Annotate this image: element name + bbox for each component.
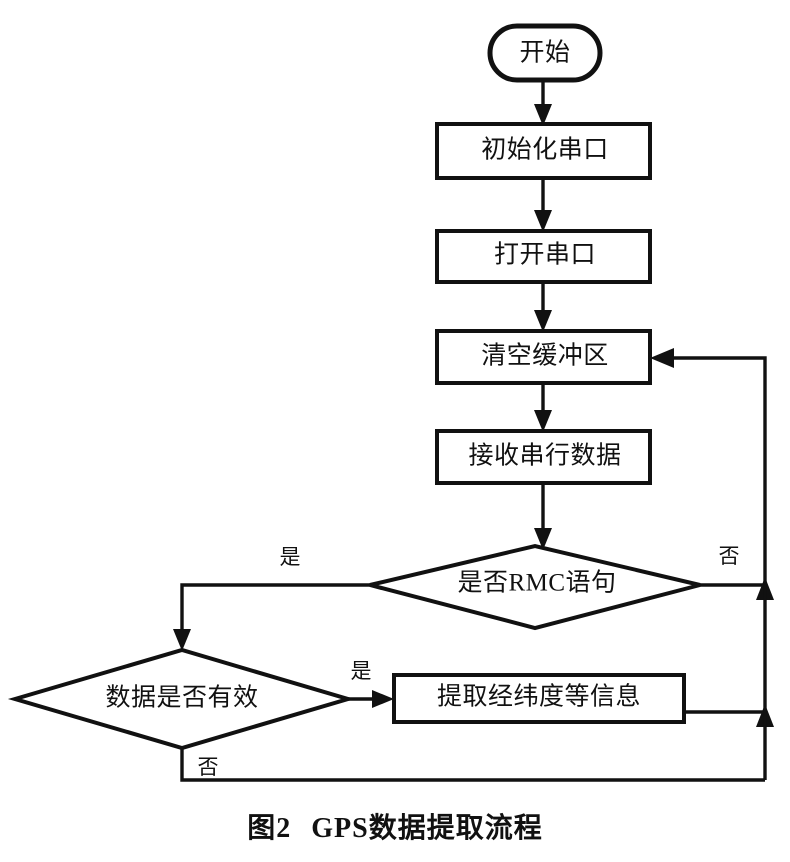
node-is-valid: 数据是否有效 — [7, 647, 356, 751]
node-recv-data-shape — [435, 429, 652, 485]
edge-isrmc-yes-to-isvalid — [173, 583, 370, 651]
figure-caption: 图2 GPS数据提取流程 — [0, 806, 790, 846]
edge-label-valid-yes: 是 — [351, 659, 372, 683]
edge-label-valid-no: 否 — [198, 755, 219, 779]
edge-isvalid-no-to-bus — [180, 748, 765, 782]
edge-isrmc-no-to-bus — [700, 577, 774, 600]
edge-recv-to-isrmc — [534, 483, 552, 550]
node-open-serial: 打开串口 — [435, 229, 652, 284]
node-start-shape — [487, 23, 603, 83]
node-is-valid-shape — [7, 647, 356, 751]
node-is-valid-label: 数据是否有效 — [105, 684, 258, 712]
edge-extract-to-bus — [684, 704, 774, 727]
node-is-rmc: 是否RMC语句 — [369, 543, 701, 631]
node-extract-shape — [392, 673, 686, 724]
node-open-serial-label: 打开串口 — [494, 241, 596, 269]
node-clear-buffer-label: 清空缓冲区 — [481, 342, 609, 370]
node-init-serial-label: 初始化串口 — [481, 136, 609, 164]
flowchart-canvas: 开始 初始化串口 打开串口 清空缓冲区 接收串行数据 是否RMC语句 — [7, 23, 774, 782]
arrow-down-icon — [534, 210, 552, 232]
arrow-left-icon — [650, 348, 674, 368]
node-extract: 提取经纬度等信息 — [392, 673, 686, 724]
edge-init-to-open — [534, 178, 552, 232]
edge-start-to-init — [534, 80, 552, 126]
edge-open-to-clear — [534, 281, 552, 332]
node-extract-label: 提取经纬度等信息 — [437, 683, 641, 711]
edge-clear-to-recv — [534, 383, 552, 432]
edge-return-bus-to-clear — [650, 348, 767, 780]
node-clear-buffer: 清空缓冲区 — [435, 329, 652, 385]
arrow-down-icon — [173, 629, 191, 651]
node-init-serial-shape — [435, 122, 652, 180]
figure-caption-number: 图2 — [247, 813, 292, 844]
node-start: 开始 — [487, 23, 603, 83]
node-open-serial-shape — [435, 229, 652, 284]
node-is-rmc-label: 是否RMC语句 — [457, 569, 616, 597]
node-recv-data: 接收串行数据 — [435, 429, 652, 485]
edge-label-rmc-yes: 是 — [280, 545, 301, 569]
arrow-down-icon — [534, 310, 552, 332]
node-start-label: 开始 — [519, 39, 570, 67]
node-recv-data-label: 接收串行数据 — [468, 442, 621, 470]
edge-label-rmc-no: 否 — [719, 544, 740, 568]
arrow-right-icon — [372, 690, 394, 708]
arrow-down-icon — [534, 528, 552, 550]
figure-caption-title: GPS数据提取流程 — [311, 813, 543, 844]
arrow-down-icon — [534, 410, 552, 432]
node-is-rmc-shape — [369, 543, 701, 631]
node-init-serial: 初始化串口 — [435, 122, 652, 180]
node-clear-buffer-shape — [435, 329, 652, 385]
arrow-down-icon — [534, 104, 552, 126]
